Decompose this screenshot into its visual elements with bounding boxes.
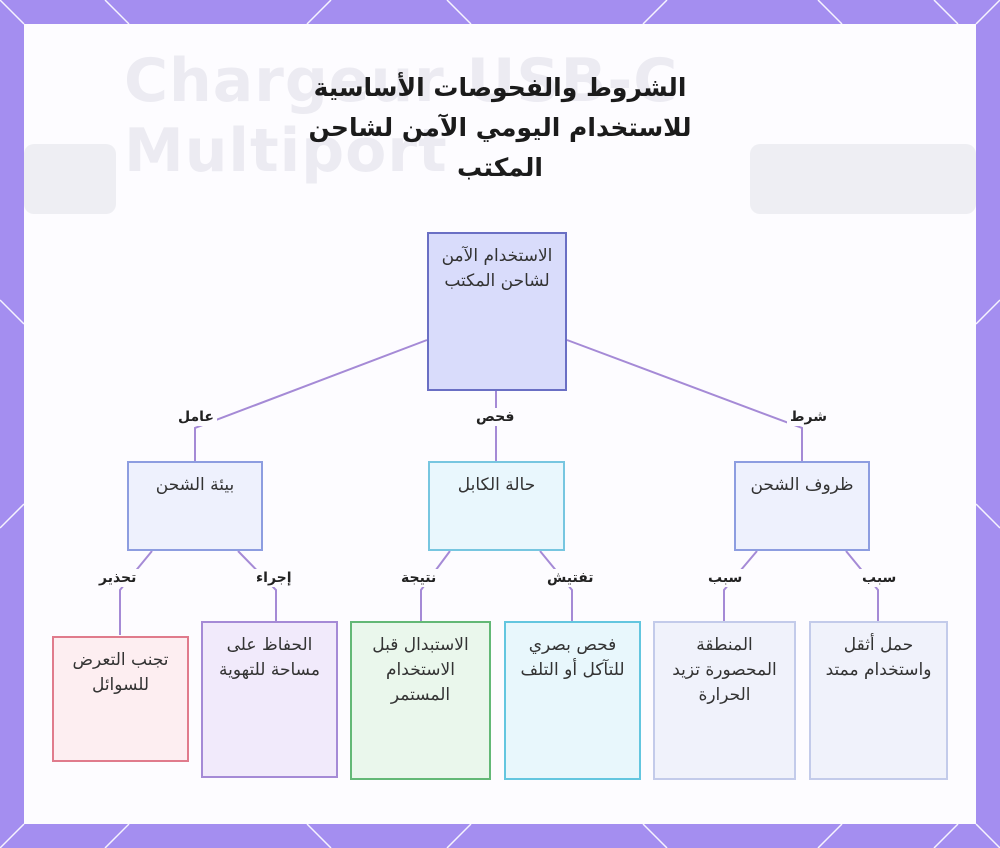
leaf-ventilation: الحفاظ على مساحة للتهوية	[201, 621, 338, 778]
edge-label-check: فحص	[473, 408, 518, 426]
leaf-inspect: فحص بصري للتآكل أو التلف	[504, 621, 641, 780]
leaf-avoid-liquids: تجنب التعرض للسوائل	[52, 636, 189, 762]
leaf-replace: الاستبدال قبل الاستخدام المستمر	[350, 621, 491, 780]
connector-lines	[119, 339, 879, 635]
edge-label-inspection: تفتيش	[544, 569, 597, 587]
edge-label-factor: عامل	[175, 408, 217, 426]
edge-label-warning: تحذير	[96, 569, 140, 587]
leaf-heavy-load: حمل أثقل واستخدام ممتد	[809, 621, 948, 780]
diagram-title: الشروط والفحوصات الأساسية للاستخدام اليو…	[308, 73, 692, 182]
edge-root-environment	[194, 339, 428, 461]
node-environment: بيئة الشحن	[127, 461, 263, 551]
leaf-enclosed-heat: المنطقة المحصورة تزيد الحرارة	[653, 621, 796, 780]
edge-label-condition: شرط	[787, 408, 831, 426]
edge-conditions-load	[845, 550, 879, 621]
edge-label-cause-1: سبب	[705, 569, 746, 587]
edge-environment-avoid	[119, 550, 153, 635]
background-button-left	[24, 144, 116, 214]
node-conditions: ظروف الشحن	[734, 461, 870, 551]
edge-cable-replace	[420, 550, 451, 621]
edge-conditions-enclosed	[723, 550, 758, 621]
node-cable: حالة الكابل	[428, 461, 565, 551]
edge-label-result: نتيجة	[398, 569, 440, 587]
edge-cable-inspect	[539, 550, 573, 621]
background-title: Chargeur USB-C Multiport	[124, 46, 679, 186]
edge-environment-ventilation	[237, 550, 277, 621]
edge-root-conditions	[566, 339, 803, 461]
root-node: الاستخدام الآمن لشاحن المكتب	[427, 232, 567, 391]
edge-label-action: إجراء	[253, 569, 295, 587]
background-button-right	[750, 144, 976, 214]
edge-label-cause-2: سبب	[859, 569, 900, 587]
diagram-card: Chargeur USB-C Multiport الشروط والفحوصا…	[24, 24, 976, 824]
